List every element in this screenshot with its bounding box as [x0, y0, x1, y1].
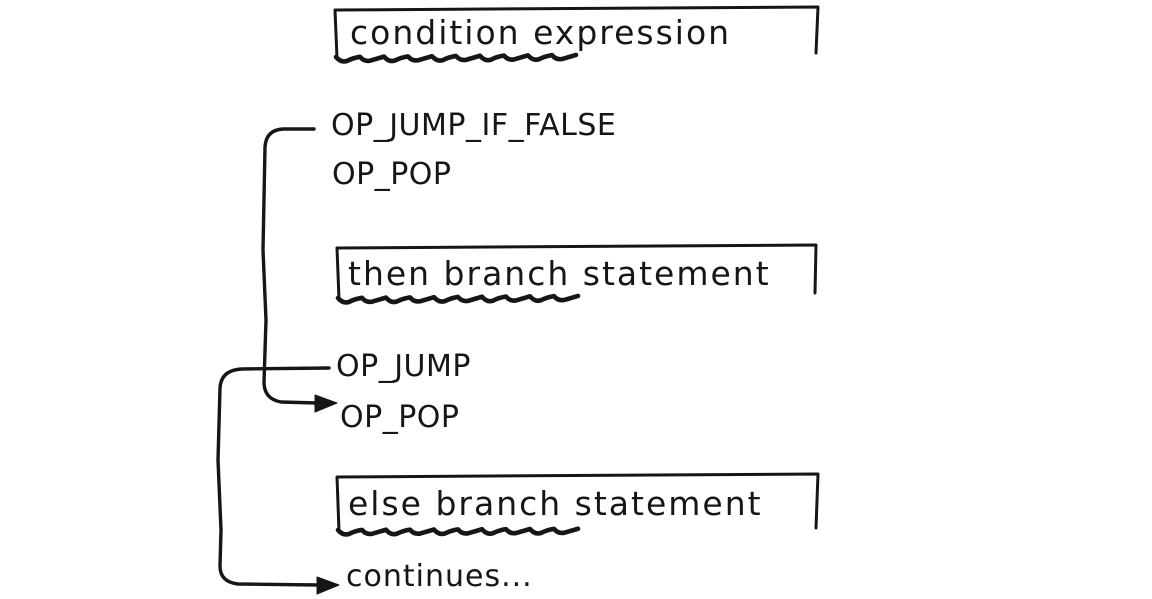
else-branch-label: else branch statement — [348, 484, 763, 523]
jump-if-false-arrow-head-icon — [314, 394, 338, 413]
else-branch-box — [335, 472, 820, 535]
jump-arrow-head-icon — [316, 576, 340, 595]
opcode-jump-if-false: OP_JUMP_IF_FALSE — [331, 108, 617, 143]
opcode-pop-then: OP_POP — [332, 157, 452, 192]
jump-if-false-arrow-line — [261, 127, 319, 405]
opcode-jump: OP_JUMP — [336, 349, 471, 384]
continues-label: continues... — [346, 559, 533, 594]
then-branch-box — [335, 243, 818, 303]
condition-expression-box-wavy-bottom — [336, 55, 576, 62]
then-branch-box-outline — [335, 243, 818, 301]
else-branch-box-outline — [335, 472, 820, 533]
condition-expression-box — [333, 5, 820, 62]
then-branch-label: then branch statement — [348, 254, 771, 293]
then-branch-box-wavy-bottom — [338, 296, 578, 303]
jump-if-false-arrow — [261, 127, 338, 413]
jump-arrow — [216, 366, 340, 595]
condition-expression-box-outline — [333, 5, 820, 60]
condition-expression-label: condition expression — [350, 13, 732, 52]
opcode-pop-else: OP_POP — [340, 400, 460, 435]
else-branch-box-wavy-bottom — [338, 529, 578, 535]
jump-arrow-line — [216, 366, 331, 587]
